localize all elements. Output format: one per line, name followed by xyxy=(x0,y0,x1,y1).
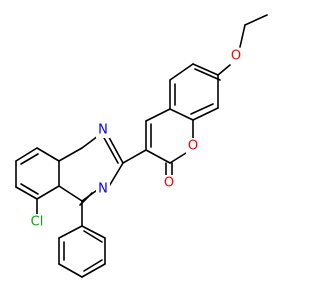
bond xyxy=(239,24,246,48)
carbonyl-oxygen-atom: O xyxy=(162,175,176,191)
bond xyxy=(192,107,219,121)
atom-label-cl: Cl xyxy=(31,215,44,230)
bond xyxy=(20,183,39,195)
bond xyxy=(102,135,119,164)
bond xyxy=(192,63,219,76)
bond xyxy=(15,147,38,162)
atom-label-o-ether: O xyxy=(231,49,241,64)
bond xyxy=(145,108,171,122)
bond xyxy=(217,64,231,76)
bond xyxy=(83,230,103,243)
atom-label-o-ring: O xyxy=(188,139,198,154)
molecule-structure: N N O O O Cl xyxy=(15,14,268,278)
nitrogen-atom-2: N xyxy=(96,181,110,197)
bond xyxy=(81,225,106,239)
bond xyxy=(83,259,103,272)
bond xyxy=(81,135,99,149)
bond xyxy=(36,147,60,162)
bond xyxy=(145,149,171,164)
bond xyxy=(15,186,38,200)
atom-label-n2: N xyxy=(98,182,108,197)
ring-oxygen-atom: O xyxy=(186,138,200,154)
bonds xyxy=(15,14,268,278)
bond xyxy=(169,108,194,121)
bond xyxy=(190,103,214,115)
bond xyxy=(81,263,106,278)
chlorine-atom: Cl xyxy=(26,214,48,230)
bond xyxy=(58,225,83,239)
atom-label-o-carbonyl: O xyxy=(164,176,174,191)
bond xyxy=(58,185,83,202)
nitrogen-atom-1: N xyxy=(96,122,110,138)
bond xyxy=(36,185,60,200)
bond xyxy=(20,153,39,165)
bond xyxy=(58,147,83,162)
bond xyxy=(244,14,268,26)
bond xyxy=(58,263,83,278)
bond xyxy=(169,152,187,164)
atom-label-n1: N xyxy=(98,123,108,138)
atom-labels: N N O O O Cl xyxy=(26,48,243,230)
bond xyxy=(122,149,147,164)
bond xyxy=(194,68,221,81)
ether-oxygen-atom: O xyxy=(229,48,243,64)
bond xyxy=(169,63,194,81)
